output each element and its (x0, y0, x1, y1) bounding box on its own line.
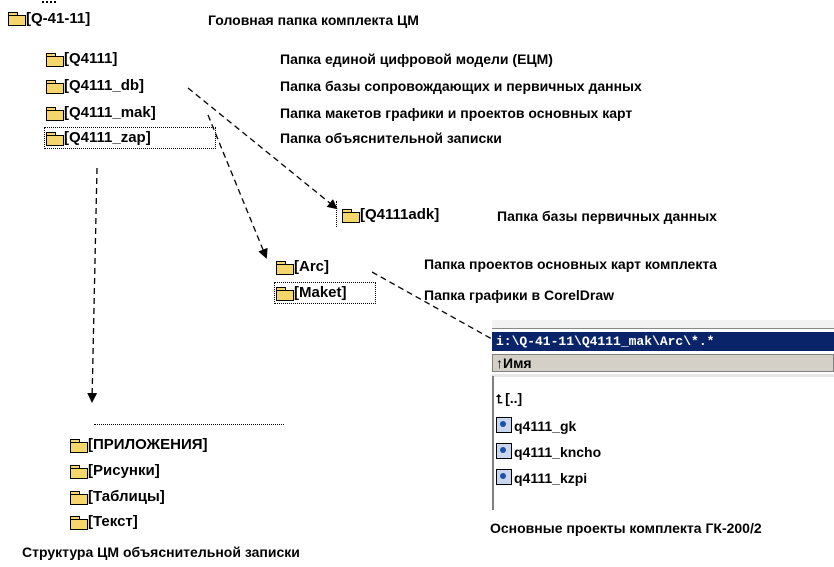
file-panel: i:\Q-41-11\Q4111_mak\Arc\*.* ↑Имя ⮤[..] … (492, 320, 834, 510)
db-description: Папка базы сопровождающих и первичных да… (280, 78, 642, 94)
panel-caption: Основные проекты комплекта ГК-200/2 (490, 520, 762, 536)
file-entry[interactable]: q4111_kzpi (496, 469, 587, 487)
adk-left-border (336, 201, 337, 227)
folder-label-tablitsy: [Таблицы] (88, 488, 165, 505)
folder-icon (46, 132, 64, 146)
zap-structure-tree: [ПРИЛОЖЕНИЯ] [Рисунки] [Таблицы] [Текст] (64, 424, 294, 534)
up-arrow-icon: ⮤ (496, 392, 504, 406)
folder-label-risunki: [Рисунки] (88, 462, 160, 479)
panel-left-border (492, 376, 494, 510)
project-file-icon (496, 443, 512, 459)
parent-dir-label: [..] (505, 390, 523, 406)
folder-icon (276, 261, 294, 275)
folder-label-q4111-db: [Q4111_db] (64, 77, 145, 94)
arrow-zap-to-structure (87, 167, 98, 403)
arrow-arc-to-panel (371, 271, 510, 349)
mak-description: Папка макетов графики и проектов основны… (280, 105, 633, 121)
selected-node-focus (44, 127, 216, 149)
project-file-icon (496, 469, 512, 485)
structure-top-dotted (94, 424, 284, 425)
arc-description: Папка проектов основных карт комплекта (424, 256, 717, 272)
zap-description: Папка объяснительной записки (280, 130, 502, 146)
folder-icon (276, 287, 294, 301)
folder-icon (70, 516, 88, 530)
structure-caption: Структура ЦМ объяснительной записки (22, 544, 300, 560)
file-entry[interactable]: q4111_kncho (496, 443, 601, 461)
folder-label-q4111-zap: [Q4111_zap] (64, 129, 151, 146)
folder-icon (46, 80, 64, 94)
folder-label-arc: [Arc] (294, 258, 330, 275)
q4111-description: Папка единой цифровой модели (ЕЦМ) (280, 51, 553, 67)
folder-label-q4111-mak: [Q4111_mak] (64, 104, 156, 121)
file-name: q4111_kzpi (514, 470, 588, 486)
project-file-icon (496, 417, 512, 433)
tree-root-node[interactable]: [Q-41-11] (6, 1, 126, 30)
maket-focus (274, 282, 376, 304)
folder-icon (70, 439, 88, 453)
adk-description: Папка базы первичных данных (497, 208, 717, 224)
root-description: Головная папка комплекта ЦМ (208, 12, 419, 28)
folder-icon (342, 209, 360, 223)
arrow-db-to-adk (187, 87, 338, 210)
root-top-tick (42, 1, 56, 3)
file-entry[interactable]: q4111_gk (496, 417, 576, 435)
folder-label-q4111adk: [Q4111adk] (360, 206, 440, 223)
folder-label-tekst: [Текст] (88, 513, 138, 530)
folder-icon (70, 465, 88, 479)
maket-description: Папка графики в CorelDraw (424, 287, 615, 303)
folder-label-prilozheniya: [ПРИЛОЖЕНИЯ] (88, 436, 208, 453)
folder-icon (46, 53, 64, 67)
folder-label-maket: [Maket] (294, 284, 347, 301)
panel-separator (492, 374, 834, 377)
folder-icon (8, 12, 26, 26)
folder-label-q4111: [Q4111] (64, 50, 118, 67)
folder-icon (46, 107, 64, 121)
root-folder-label: [Q-41-11] (26, 10, 91, 27)
arrow-mak-to-arc (207, 114, 268, 259)
panel-path-bar[interactable]: i:\Q-41-11\Q4111_mak\Arc\*.* (492, 332, 834, 351)
file-name: q4111_kncho (514, 444, 602, 460)
panel-toolbar-strip (492, 320, 834, 329)
name-column-header[interactable]: ↑Имя (492, 354, 834, 372)
parent-dir-entry[interactable]: ⮤[..] (496, 390, 522, 408)
folder-icon (70, 491, 88, 505)
file-name: q4111_gk (514, 418, 577, 434)
